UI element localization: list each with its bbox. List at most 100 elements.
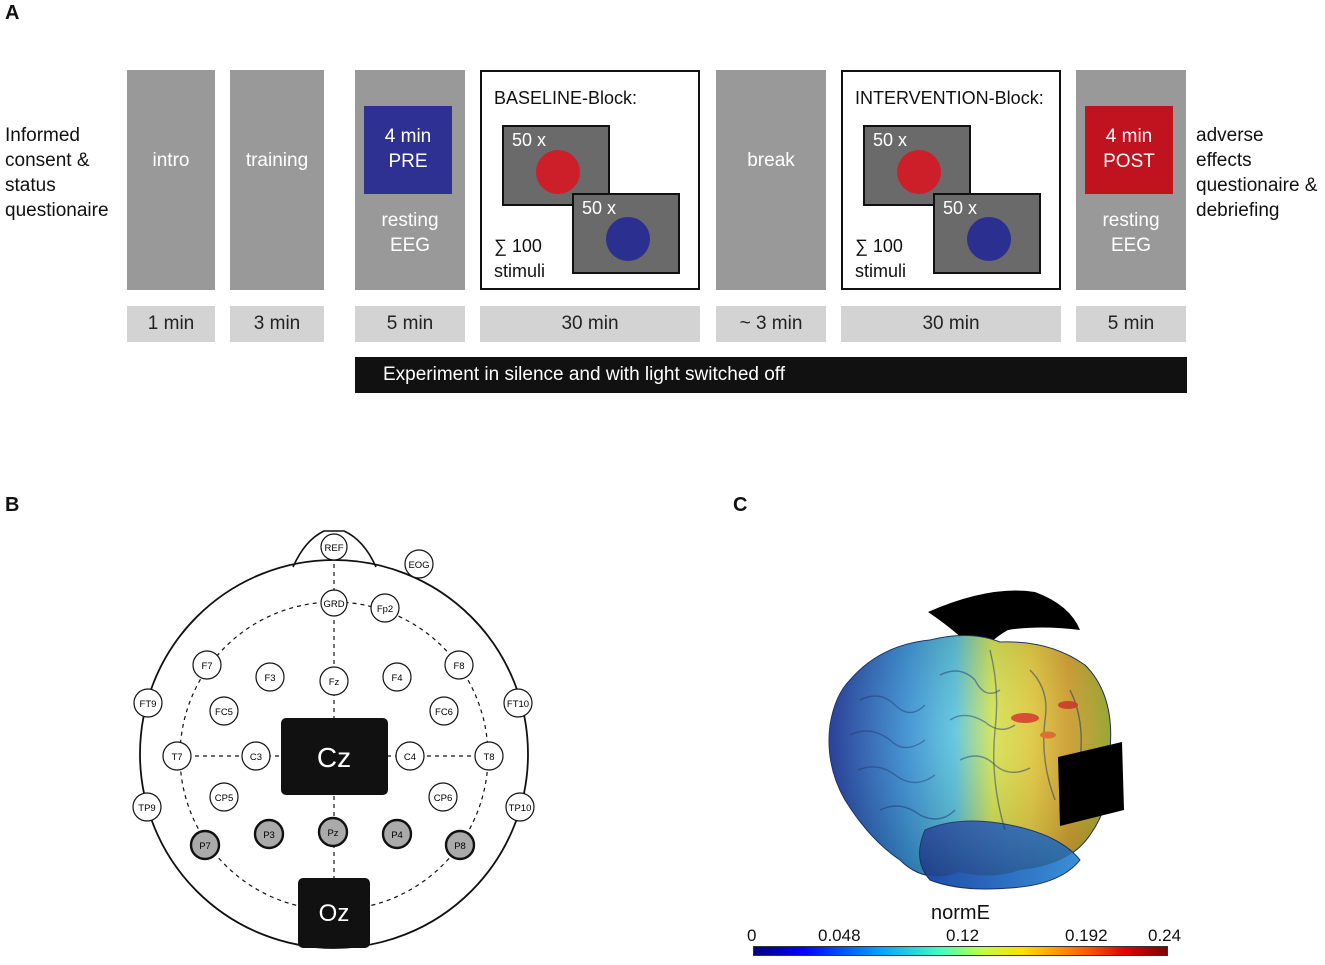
intervention-sum: ∑ 100 stimuli [855, 236, 907, 281]
svg-text:EOG: EOG [408, 560, 429, 571]
electrode-TP10: TP10 [505, 792, 535, 822]
electrode-EOG: EOG [404, 549, 434, 579]
colorbar-tick-3: 0.192 [1065, 926, 1108, 945]
training-step: training [230, 70, 324, 290]
brain-shading [829, 635, 1111, 877]
colorbar-tick-2: 0.12 [946, 926, 980, 945]
blue-stimulus-screen: 50 x [933, 193, 1041, 274]
pre-eeg-box: 4 min PRE [364, 106, 452, 194]
svg-text:Fz: Fz [329, 677, 340, 688]
electrode-C4: C4 [395, 741, 425, 771]
intro-step: intro [127, 70, 215, 290]
svg-text:FC6: FC6 [435, 707, 453, 718]
electrode-T7: T7 [162, 741, 192, 771]
electrode-Fp2: Fp2 [370, 593, 400, 623]
panel-label-b: B [5, 494, 20, 516]
electrode-C3: C3 [241, 741, 271, 771]
electrode-FC6: FC6 [429, 696, 459, 726]
post-eeg-box: 4 min POST [1085, 106, 1173, 194]
break-label: break [747, 150, 795, 171]
svg-text:CP6: CP6 [434, 793, 452, 804]
baseline-title: BASELINE-Block: [494, 88, 638, 108]
cz-label: Cz [317, 742, 351, 773]
svg-text:FT10: FT10 [507, 699, 529, 710]
red-stimulus-dot [536, 150, 580, 194]
experiment-conditions-bar: Experiment in silence and with light swi… [355, 357, 1187, 393]
svg-text:REF: REF [325, 543, 344, 554]
brain-efield-render [828, 590, 1124, 890]
duration-baseline: 30 min [480, 306, 700, 342]
svg-text:F7: F7 [201, 661, 212, 672]
svg-text:CP5: CP5 [215, 793, 233, 804]
panel-label-c: C [733, 494, 748, 516]
svg-text:FT9: FT9 [140, 699, 157, 710]
blue-stimulus-dot [606, 217, 650, 261]
red-stimulus-screen: 50 x [863, 125, 971, 206]
electrode-REF: REF [320, 533, 348, 561]
electrode-P7: P7 [189, 829, 221, 861]
electrode-F4: F4 [382, 662, 412, 692]
break-step: break [716, 70, 826, 290]
electrode-Fz: Fz [319, 666, 349, 696]
electrode-F3: F3 [255, 662, 285, 692]
svg-text:P8: P8 [454, 841, 466, 852]
svg-text:TP9: TP9 [138, 803, 155, 814]
electrode-F8: F8 [444, 650, 474, 680]
panel-label-a: A [5, 2, 20, 24]
duration-pre: 5 min [355, 306, 465, 342]
baseline-block: BASELINE-Block: 50 x 50 x ∑ 100 stimuli [480, 70, 700, 290]
normE-colorbar [753, 946, 1168, 956]
electrode-T8: T8 [474, 741, 504, 771]
electrode-F7: F7 [192, 650, 222, 680]
post-sub-label: resting EEG [1102, 210, 1160, 256]
pre-sub-label: resting EEG [381, 210, 439, 256]
duration-break: ~ 3 min [716, 306, 826, 342]
svg-text:FC5: FC5 [215, 707, 233, 718]
electrode-P4: P4 [381, 818, 413, 850]
post-experiment-text: adverse effects questionaire & debriefin… [1196, 125, 1318, 221]
electrode-FT10: FT10 [503, 688, 533, 718]
intervention-title: INTERVENTION-Block: [855, 88, 1044, 108]
pre-resting-eeg-step: 4 min PRE resting EEG [355, 70, 465, 290]
red-stimulus-screen: 50 x [502, 125, 610, 206]
svg-text:C4: C4 [404, 752, 416, 763]
pre-experiment-text: Informed consent & status questionaire [5, 125, 109, 221]
svg-text:Fp2: Fp2 [377, 604, 393, 615]
svg-text:F8: F8 [453, 661, 464, 672]
electrode-TP9: TP9 [132, 792, 162, 822]
svg-text:P3: P3 [263, 830, 275, 841]
colorbar-tick-0: 0 [747, 926, 757, 945]
eeg-electrode-map: Cz Oz REF EOG GRD Fp2 F7 F3 Fz F4 F8 FT9… [132, 530, 535, 949]
electrode-FC5: FC5 [209, 696, 239, 726]
electrode-Pz: Pz [317, 816, 349, 848]
nose-outline [292, 530, 377, 568]
electrode-CP6: CP6 [428, 782, 458, 812]
colorbar-tick-4: 0.24 [1148, 926, 1182, 945]
oz-stimulation-pad [298, 878, 370, 948]
svg-text:T8: T8 [483, 752, 494, 763]
svg-text:C3: C3 [250, 752, 262, 763]
intro-label: intro [152, 150, 190, 171]
duration-intervention: 30 min [841, 306, 1061, 342]
colorbar-title: normE [931, 902, 990, 924]
duration-intro: 1 min [127, 306, 215, 342]
svg-text:TP10: TP10 [509, 803, 532, 814]
oz-electrode-pad [1058, 742, 1124, 826]
colorbar-tick-1: 0.048 [818, 926, 861, 945]
svg-text:T7: T7 [171, 752, 182, 763]
post-resting-eeg-step: 4 min POST resting EEG [1076, 70, 1186, 290]
electrode-P3: P3 [253, 818, 285, 850]
blue-stimulus-dot [967, 217, 1011, 261]
red-stimulus-dot [897, 150, 941, 194]
blue-stimulus-screen: 50 x [572, 193, 680, 274]
baseline-sum: ∑ 100 stimuli [494, 236, 546, 281]
svg-text:F3: F3 [264, 673, 275, 684]
svg-text:Pz: Pz [327, 828, 338, 839]
svg-text:P4: P4 [391, 830, 403, 841]
duration-post: 5 min [1076, 306, 1186, 342]
training-label: training [245, 150, 309, 171]
electrode-P8: P8 [444, 829, 476, 861]
duration-training: 3 min [230, 306, 324, 342]
cz-stimulation-pad [281, 718, 388, 795]
oz-label: Oz [319, 900, 350, 927]
